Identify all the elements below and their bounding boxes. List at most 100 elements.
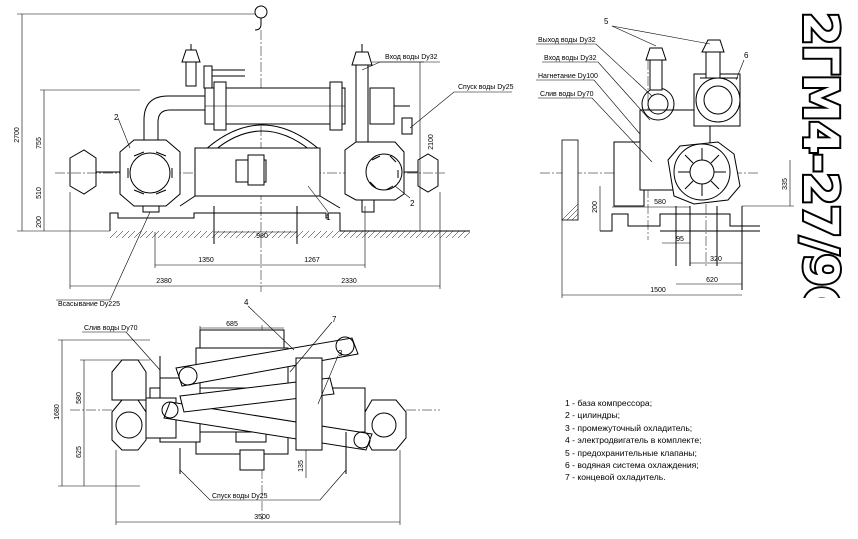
top-dim-w3500: 3500: [254, 514, 270, 521]
hatch-line: [457, 230, 466, 239]
hatch-line: [337, 230, 346, 239]
hatch-line: [157, 230, 166, 239]
hatch-line: [331, 230, 340, 239]
hatch-line: [409, 230, 418, 239]
dim-w2330: 2330: [341, 278, 357, 285]
hatch-line: [307, 230, 316, 239]
cylinder-right: [344, 141, 405, 213]
hatch-line: [445, 230, 454, 239]
label-drain-water: Спуск воды Dy25: [458, 84, 514, 91]
hatch-line: [145, 230, 154, 239]
top-view: 685 1680 580 625 135 3500 Слив воды Dy70…: [54, 298, 440, 525]
hatch-line: [109, 230, 118, 239]
foundation: [109, 212, 471, 239]
safety-valve-right: [351, 44, 413, 142]
intercooler: [204, 81, 346, 131]
label-suction: Всасывание Dy225: [58, 301, 120, 308]
hatch-line: [403, 230, 412, 239]
hatch-line: [349, 230, 358, 239]
hatch-line: [319, 230, 328, 239]
top-dim-h135: 135: [298, 460, 305, 472]
hatch-line: [379, 230, 388, 239]
hatch-line: [133, 230, 142, 239]
compressor-base: [179, 147, 341, 209]
top-dim-h1680: 1680: [54, 404, 61, 420]
dim-height-total: 2700: [14, 127, 21, 143]
top-dim-w685: 685: [226, 321, 238, 328]
dim-w1350: 1350: [198, 257, 214, 264]
side-label-drain-water: Слив воды Dy70: [540, 91, 594, 98]
top-label-drain-water-25: Спуск воды Dy25: [212, 493, 268, 500]
model-title: 2ГМ4-27/9С: [790, 10, 850, 298]
legend-item: 4 - электродвигатель в комплекте;: [565, 435, 702, 446]
hatch-line: [199, 230, 208, 239]
hatch-line: [415, 230, 424, 239]
hatch-line: [205, 230, 214, 239]
hatch-line: [373, 230, 382, 239]
hatch-line: [121, 230, 130, 239]
hatch-line: [421, 230, 430, 239]
callout-side-5: 5: [604, 17, 609, 26]
side-label-discharge: Нагнетание Dy100: [538, 73, 598, 80]
valve-cover-left: [69, 149, 120, 195]
dim-w980: 980: [256, 233, 268, 240]
legend-item: 3 - промежуточный охладитель;: [565, 422, 693, 433]
model-title-text: 2ГМ4-27/9С: [792, 12, 848, 298]
hatch-line: [127, 230, 136, 239]
hatch-line: [397, 230, 406, 239]
hatch-line: [163, 230, 172, 239]
dim-h200: 200: [36, 216, 43, 228]
callout-side-6: 6: [744, 51, 749, 60]
side-dim-w1500: 1500: [650, 287, 666, 294]
hatch-line: [169, 230, 178, 239]
side-label-inlet-water: Вход воды Dy32: [544, 55, 597, 62]
hatch-line: [313, 230, 322, 239]
cylinder-left: [119, 139, 181, 213]
top-cylinder-right: [364, 399, 407, 451]
callout-top-3: 3: [338, 349, 343, 358]
legend-item: 5 - предохранительные клапаны;: [565, 447, 697, 458]
hatch-line: [181, 230, 190, 239]
top-dim-h580: 580: [76, 392, 83, 404]
top-label-drain-water-70: Слив воды Dy70: [84, 325, 138, 332]
legend-item: 1 - база компрессора;: [565, 398, 653, 408]
side-dim-w620: 620: [706, 277, 718, 284]
legend: 1 - база компрессора; 2 - цилиндры; 3 - …: [565, 397, 702, 484]
side-view: 200 580 335 95 320 620 1500 Выход воды D…: [536, 17, 794, 298]
side-safety-valves: [645, 39, 738, 91]
hatch-line: [427, 230, 436, 239]
end-cooler: [175, 336, 359, 387]
safety-valve-left: [181, 44, 245, 89]
dim-h2100: 2100: [428, 134, 435, 150]
lifting-hook-icon: [254, 5, 268, 31]
callout-front-2-right: 2: [410, 199, 415, 208]
hatch-line: [576, 218, 579, 221]
front-view: 2700 755 510 200: [14, 5, 514, 308]
side-dim-w580: 580: [654, 199, 666, 206]
top-dim-h625: 625: [76, 446, 83, 458]
hatch-line: [343, 230, 352, 239]
hatch-line: [571, 213, 579, 221]
hatch-line: [361, 230, 370, 239]
side-dim-h335: 335: [782, 178, 789, 190]
hatch-line: [451, 230, 460, 239]
hatch-line: [561, 203, 579, 221]
hatch-line: [367, 230, 376, 239]
legend-item: 7 - концевой охладитель.: [565, 472, 666, 483]
legend-item: 2 - цилиндры;: [565, 410, 621, 421]
side-dim-h200: 200: [592, 201, 599, 213]
hatch-line: [566, 208, 579, 221]
hatch-line: [439, 230, 448, 239]
callout-front-1: 1: [326, 213, 331, 222]
hatch-line: [325, 230, 334, 239]
dim-w2380: 2380: [156, 278, 172, 285]
side-dim-w320: 320: [710, 256, 722, 263]
hatch-line: [463, 231, 471, 239]
side-label-outlet-water: Выход воды Dy32: [538, 37, 596, 44]
callout-front-2-left: 2: [114, 113, 119, 122]
callout-top-4: 4: [244, 298, 249, 307]
hatch-line: [115, 230, 124, 239]
top-cylinder-left: [111, 359, 177, 451]
legend-item: 6 - водяная система охлаждения;: [565, 460, 699, 471]
hatch-line: [391, 230, 400, 239]
